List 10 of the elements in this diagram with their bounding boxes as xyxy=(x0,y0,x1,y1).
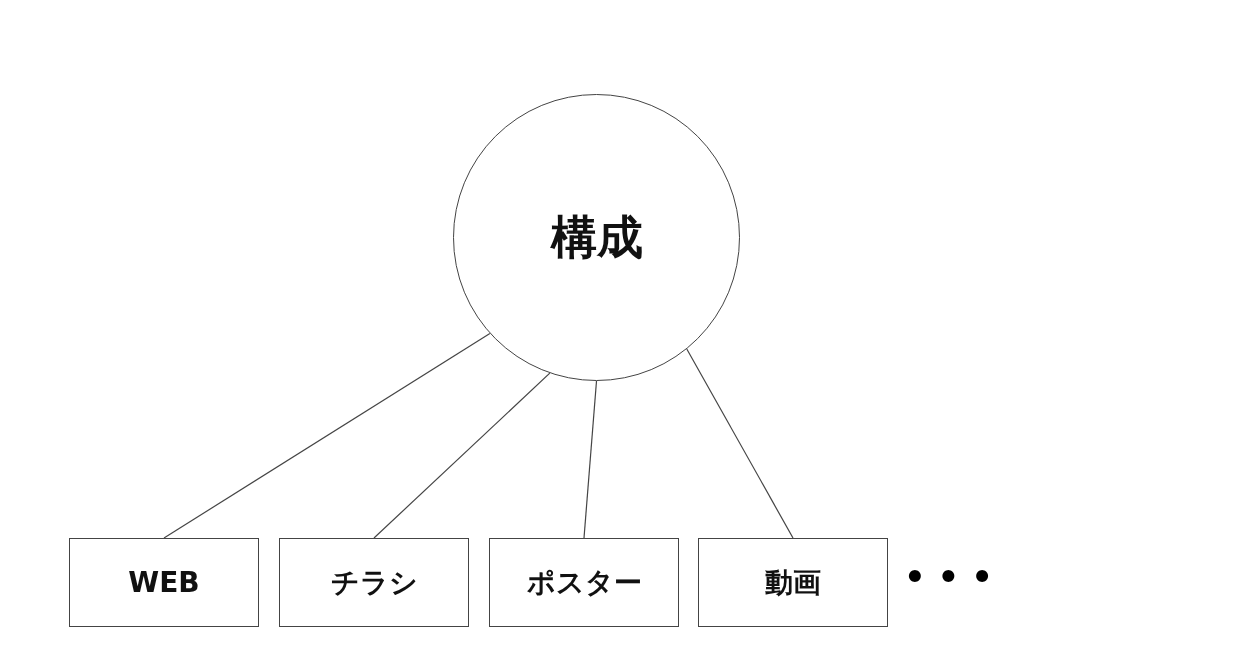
connector-line xyxy=(163,332,491,539)
category-box: ポスター xyxy=(489,538,679,627)
category-box: WEB xyxy=(69,538,259,627)
connector-line xyxy=(583,380,598,539)
ellipsis-dots: • • • xyxy=(904,560,993,594)
topic-circle: 構成 xyxy=(453,94,740,381)
connector-line xyxy=(373,372,551,539)
category-box: チラシ xyxy=(279,538,469,627)
connector-line xyxy=(686,348,794,539)
category-box: 動画 xyxy=(698,538,888,627)
